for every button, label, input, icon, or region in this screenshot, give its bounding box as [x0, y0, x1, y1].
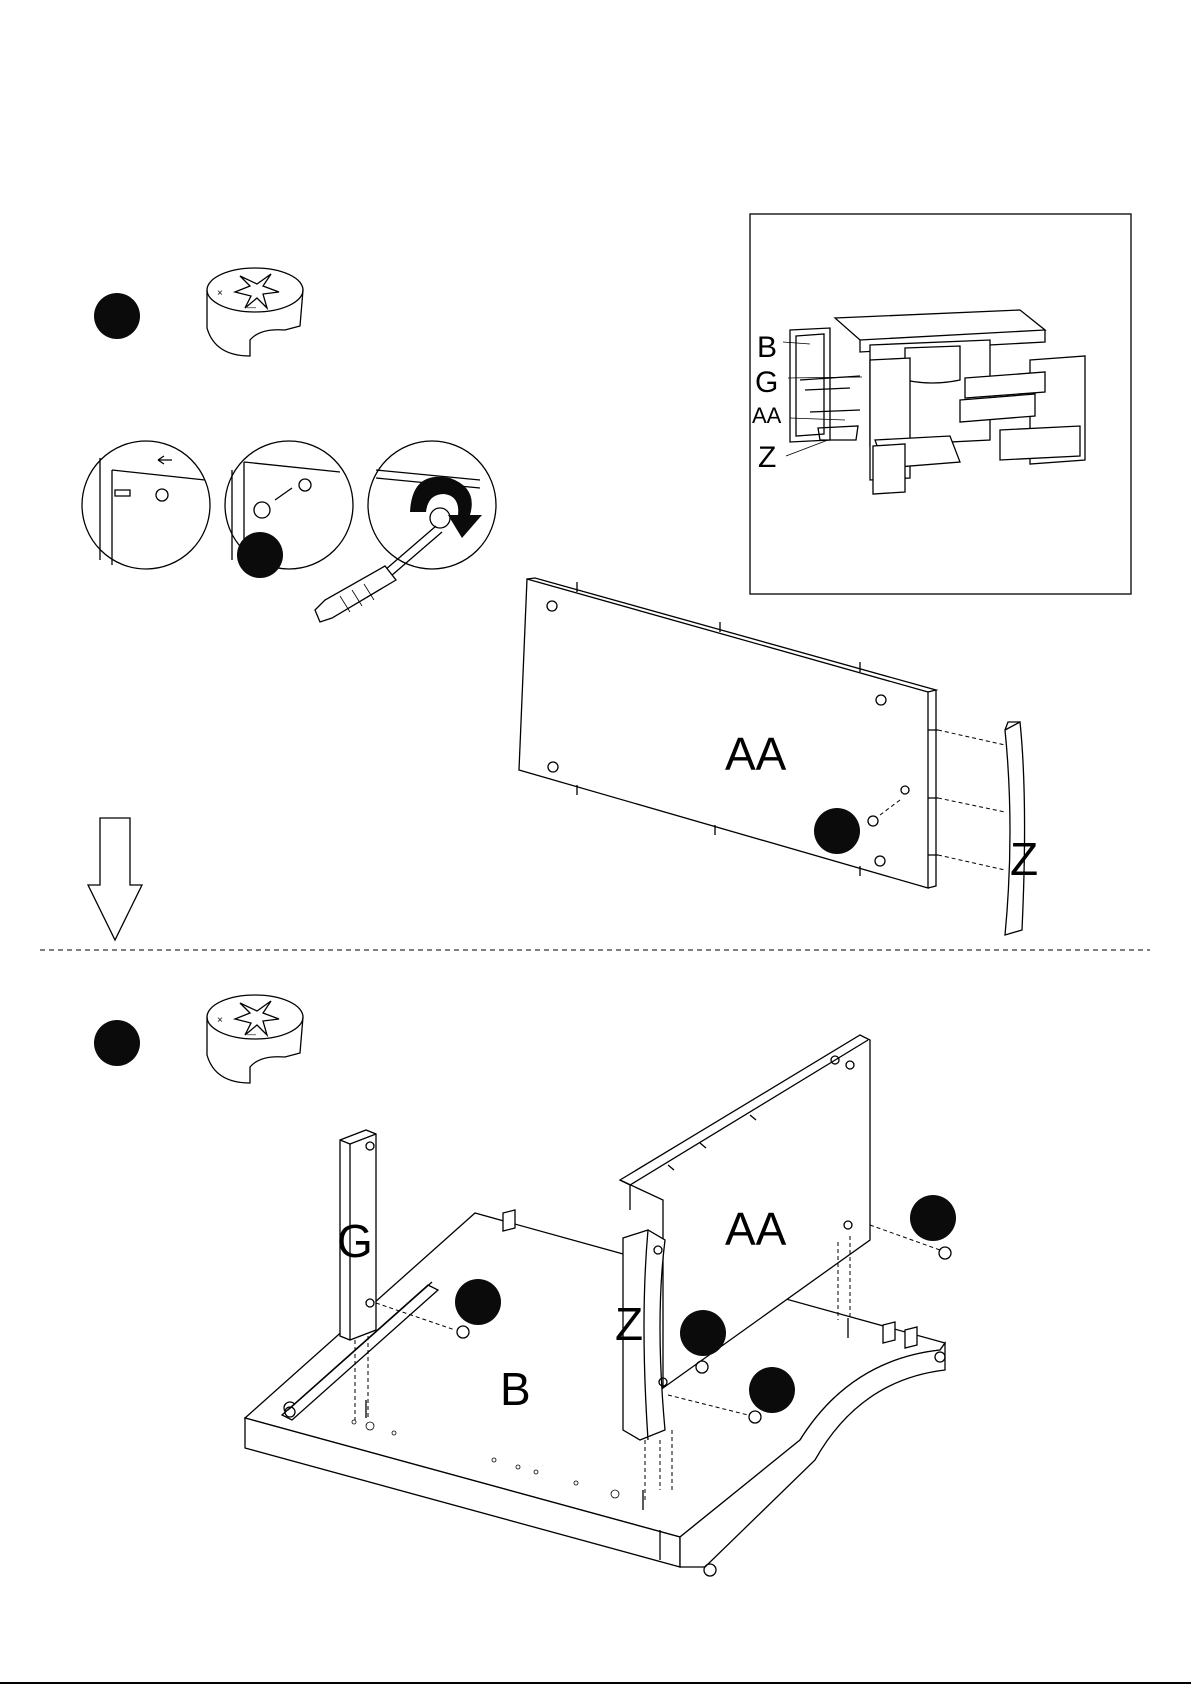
upright-label-g: G — [337, 1215, 373, 1267]
svg-text:—: — — [247, 1029, 256, 1039]
overview-label-g: G — [755, 366, 778, 399]
overview-label-b: B — [757, 331, 777, 364]
overview-label-z: Z — [758, 441, 776, 474]
detail-insert-dowel — [82, 441, 210, 569]
step-marker-cam — [237, 532, 283, 578]
svg-text:×: × — [217, 288, 223, 299]
step-marker-top — [94, 293, 140, 339]
overview-label-aa: AA — [752, 403, 782, 428]
panel-label-aa-top: AA — [725, 728, 787, 780]
step-marker-z-left — [680, 1310, 726, 1356]
overview-diagram: B G AA Z — [750, 214, 1131, 594]
svg-text:×: × — [217, 1015, 223, 1026]
panel-aa-top: AA — [519, 578, 938, 888]
svg-text:—: — — [247, 302, 256, 312]
down-arrow-icon — [88, 818, 142, 940]
step-marker-g — [455, 1279, 501, 1325]
detail-insert-cam — [225, 441, 353, 578]
cam-lock-icon: × — — [207, 268, 303, 356]
detail-tighten — [368, 441, 496, 569]
step-marker-bottom — [94, 1020, 140, 1066]
side-label-z-bottom: Z — [615, 1298, 643, 1350]
step-marker-aa-top — [814, 808, 860, 854]
step-marker-z-right — [749, 1367, 795, 1413]
cam-lock-icon: × — — [207, 995, 303, 1083]
back-panel-label-aa: AA — [725, 1203, 787, 1255]
side-label-z-top: Z — [1010, 833, 1038, 885]
base-label-b: B — [500, 1363, 531, 1415]
step-marker-aa-bottom — [910, 1195, 956, 1241]
side-z-top: Z — [938, 722, 1038, 935]
